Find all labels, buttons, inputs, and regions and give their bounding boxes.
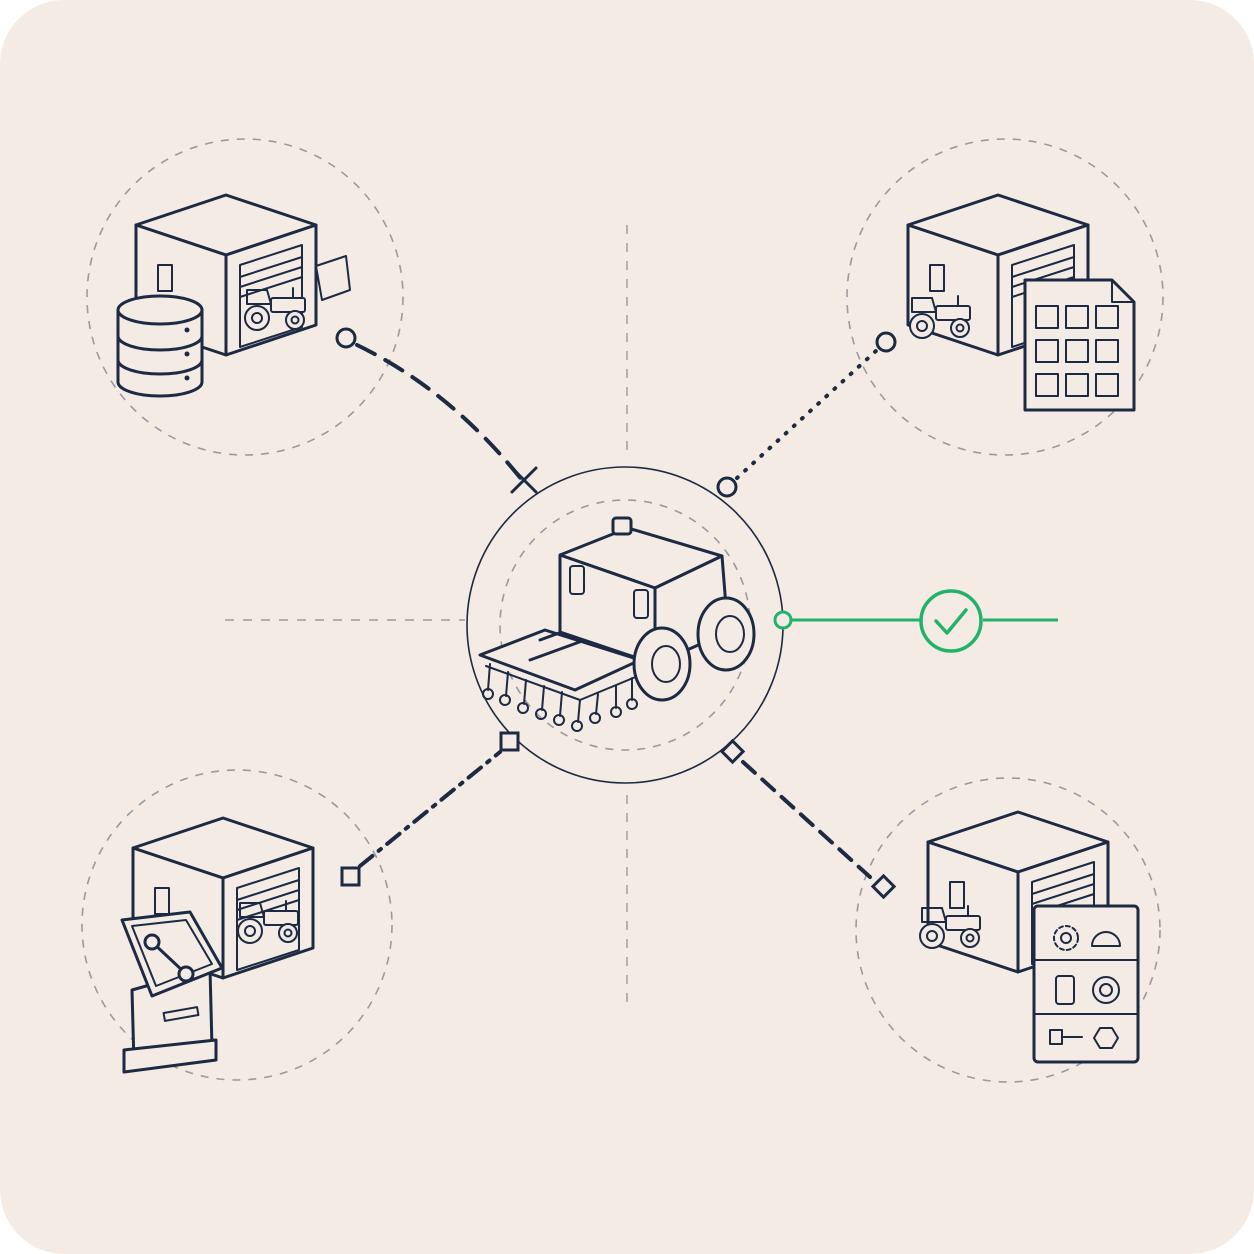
connector-top-left — [335, 327, 538, 494]
node-halo-bottom-right — [855, 777, 1161, 1083]
garage-with-tractor-and-spreadsheet-icon — [906, 193, 1136, 412]
cross-marker — [510, 466, 538, 494]
wrench-icon — [143, 933, 195, 983]
repair-kiosk-icon — [120, 910, 224, 1074]
spreadsheet-icon — [1023, 278, 1136, 412]
garage-with-tractor-and-parts-shelf-icon — [919, 810, 1140, 1064]
success-link — [773, 589, 1058, 653]
nut-icon — [1093, 1027, 1119, 1049]
node-halo-top-left — [86, 138, 404, 456]
node-halo-bottom-left — [81, 769, 393, 1081]
hardhat-icon — [1091, 931, 1121, 947]
gear-icon — [1053, 925, 1079, 951]
check-circle-icon — [919, 589, 983, 653]
connector-top-right — [716, 331, 897, 498]
bolt-icon — [1049, 1029, 1083, 1045]
autonomous-tractor-with-cultivator-icon — [478, 516, 756, 732]
database-icon — [116, 294, 204, 398]
parts-shelf-icon — [1032, 904, 1140, 1064]
garage-with-tractor-and-database-icon — [116, 193, 351, 398]
connector-bottom-left — [340, 731, 520, 887]
connector-bottom-right — [719, 738, 897, 900]
bearing-icon — [1092, 976, 1120, 1004]
oil-filter-icon — [1055, 975, 1075, 1005]
node-halo-top-right — [846, 138, 1164, 456]
garage-with-tractor-and-repair-kiosk-icon — [120, 816, 315, 1074]
